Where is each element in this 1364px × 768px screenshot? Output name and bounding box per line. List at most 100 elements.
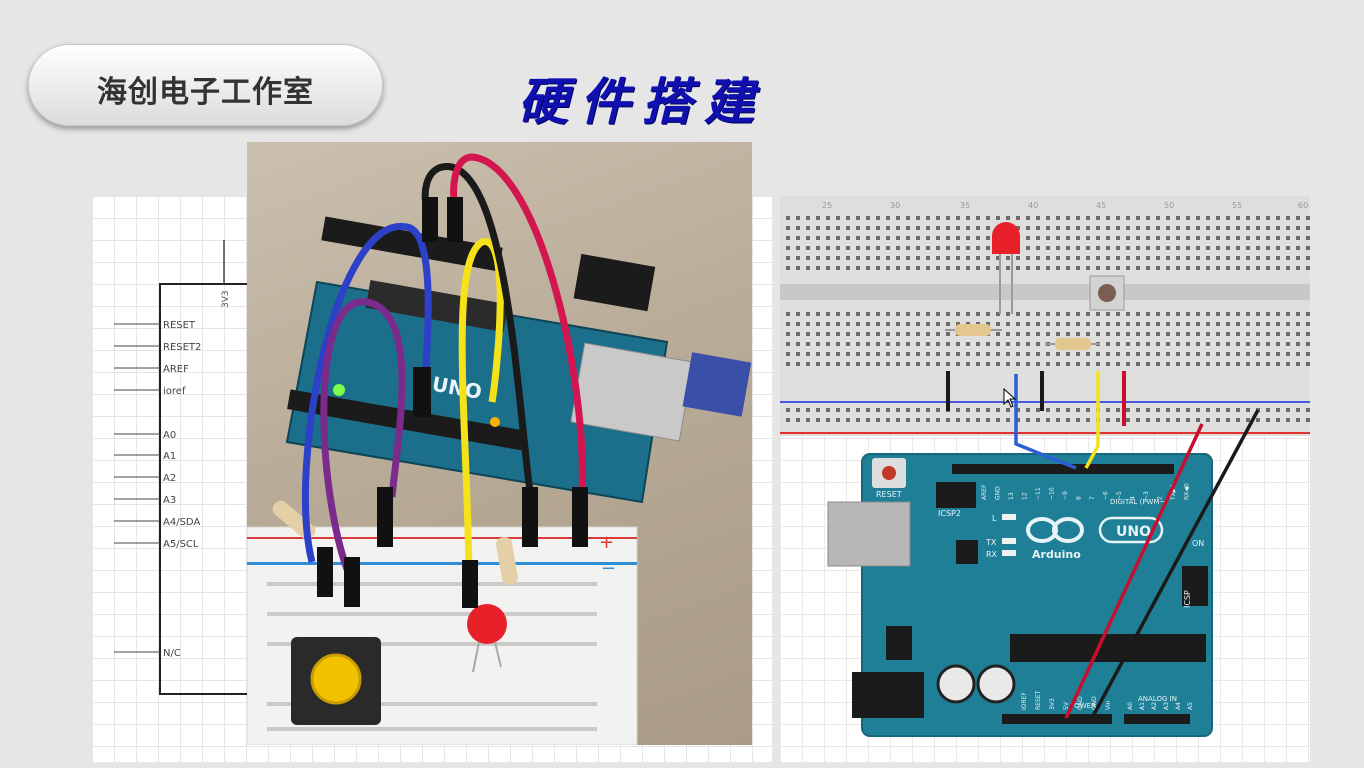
breadboard-hole <box>876 216 880 220</box>
digital-pin-label: ~5 <box>1116 491 1123 500</box>
breadboard-hole <box>1216 332 1220 336</box>
photo-header-plug <box>447 197 463 242</box>
breadboard-hole <box>1166 216 1170 220</box>
analog-pin-label: A3 <box>1163 702 1170 710</box>
breadboard-hole <box>856 312 860 316</box>
breadboard-hole <box>1116 332 1120 336</box>
breadboard-hole <box>1196 216 1200 220</box>
breadboard-hole <box>946 342 950 346</box>
breadboard-hole <box>916 362 920 366</box>
breadboard-hole <box>946 216 950 220</box>
breadboard-hole <box>856 332 860 336</box>
breadboard-hole <box>1076 216 1080 220</box>
photo-push-button <box>291 637 381 725</box>
breadboard-hole <box>1056 362 1060 366</box>
breadboard-hole <box>926 246 930 250</box>
breadboard-hole <box>1176 256 1180 260</box>
breadboard-hole <box>1026 332 1030 336</box>
breadboard-hole <box>1186 216 1190 220</box>
breadboard-hole <box>1286 266 1290 270</box>
fritzing-wire-black <box>1090 409 1260 719</box>
breadboard-hole <box>916 322 920 326</box>
breadboard-hole <box>1026 266 1030 270</box>
breadboard-hole <box>796 216 800 220</box>
photo-header-plug <box>462 560 478 608</box>
breadboard-hole <box>1166 332 1170 336</box>
breadboard-hole <box>1216 418 1220 422</box>
breadboard-hole <box>1116 342 1120 346</box>
breadboard-hole <box>926 418 930 422</box>
breadboard-hole <box>1196 312 1200 316</box>
breadboard-hole <box>1146 216 1150 220</box>
breadboard-hole <box>1266 362 1270 366</box>
breadboard-hole <box>1276 236 1280 240</box>
breadboard-hole <box>1036 236 1040 240</box>
breadboard-hole <box>1046 216 1050 220</box>
breadboard-hole <box>1146 332 1150 336</box>
breadboard-hole <box>826 312 830 316</box>
breadboard-hole <box>1086 352 1090 356</box>
column-number: 50 <box>1164 201 1174 210</box>
breadboard-hole <box>1026 408 1030 412</box>
breadboard-hole <box>976 418 980 422</box>
breadboard-hole <box>1086 332 1090 336</box>
fritzing-red-led <box>992 222 1020 314</box>
breadboard-hole <box>846 226 850 230</box>
power-pin-label: GND <box>1077 696 1084 710</box>
breadboard-hole <box>1146 352 1150 356</box>
studio-name: 海创电子工作室 <box>97 75 314 110</box>
breadboard-hole <box>956 418 960 422</box>
breadboard-hole <box>1236 246 1240 250</box>
breadboard-hole <box>956 266 960 270</box>
breadboard-hole <box>996 322 1000 326</box>
breadboard-hole <box>806 226 810 230</box>
breadboard-hole <box>1296 322 1300 326</box>
breadboard-hole <box>866 226 870 230</box>
breadboard-hole <box>1306 216 1310 220</box>
breadboard-hole <box>1176 322 1180 326</box>
breadboard-hole <box>916 352 920 356</box>
breadboard-hole <box>886 312 890 316</box>
breadboard-hole <box>976 266 980 270</box>
breadboard-hole <box>1166 352 1170 356</box>
breadboard-hole <box>1246 408 1250 412</box>
photo-wire-yellow <box>458 238 504 588</box>
led-rx-label: RX <box>986 550 998 559</box>
pin-label: ioref <box>163 386 186 397</box>
breadboard-hole <box>996 362 1000 366</box>
breadboard-hole <box>1006 342 1010 346</box>
breadboard-hole <box>956 362 960 366</box>
breadboard-hole <box>1226 256 1230 260</box>
breadboard-hole <box>876 332 880 336</box>
breadboard-hole <box>1126 256 1130 260</box>
breadboard-hole <box>876 322 880 326</box>
breadboard-hole <box>836 418 840 422</box>
breadboard-hole <box>806 256 810 260</box>
breadboard-hole <box>1016 256 1020 260</box>
breadboard-hole <box>1246 216 1250 220</box>
breadboard-hole <box>1206 256 1210 260</box>
breadboard-hole <box>906 352 910 356</box>
breadboard-hole <box>1126 332 1130 336</box>
breadboard-hole <box>826 256 830 260</box>
mouse-cursor-icon <box>1003 388 1017 408</box>
breadboard-hole <box>1066 362 1070 366</box>
breadboard-hole <box>1266 246 1270 250</box>
breadboard-hole <box>906 342 910 346</box>
column-number: 40 <box>1028 201 1038 210</box>
breadboard-hole <box>786 408 790 412</box>
column-number: 35 <box>960 201 970 210</box>
breadboard-hole <box>1146 342 1150 346</box>
breadboard-hole <box>1066 312 1070 316</box>
breadboard-hole <box>1046 256 1050 260</box>
breadboard-hole <box>1286 342 1290 346</box>
breadboard-hole <box>1226 312 1230 316</box>
breadboard-hole <box>1276 256 1280 260</box>
breadboard-hole <box>886 418 890 422</box>
breadboard-hole <box>1266 322 1270 326</box>
rail-plus: + <box>599 532 614 553</box>
breadboard-hole <box>826 246 830 250</box>
capacitor <box>936 664 976 704</box>
breadboard-hole <box>1176 216 1180 220</box>
breadboard-hole <box>1266 256 1270 260</box>
